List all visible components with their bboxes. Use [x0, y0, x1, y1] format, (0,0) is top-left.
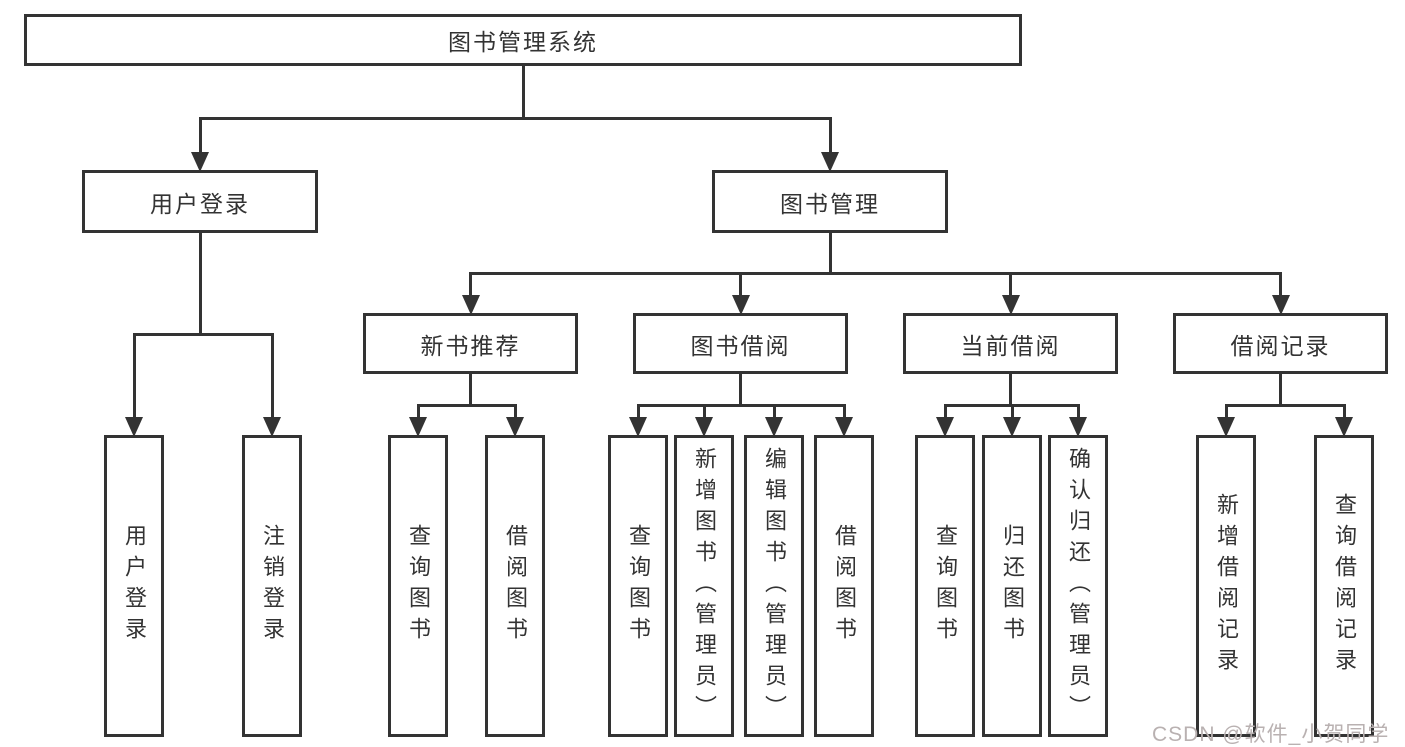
node-cb-return: 归还图书: [982, 435, 1042, 737]
arrowhead-icon: [765, 417, 783, 437]
connector-line: [469, 273, 472, 307]
connector-line: [636, 403, 846, 407]
arrowhead-icon: [263, 417, 281, 437]
node-label: 借阅图书: [832, 524, 857, 648]
connector-line: [828, 118, 832, 164]
arrowhead-icon: [409, 417, 427, 437]
node-label: 归还图书: [1000, 524, 1025, 648]
node-borrow-records: 借阅记录: [1173, 313, 1388, 374]
node-bb-borrow: 借阅图书: [814, 435, 874, 737]
connector-line: [1009, 273, 1012, 307]
node-label: 图书管理: [780, 190, 880, 217]
arrowhead-icon: [125, 417, 143, 437]
connector-line: [270, 334, 274, 429]
node-br-add: 新增借阅记录: [1196, 435, 1256, 737]
arrowhead-icon: [1003, 417, 1021, 437]
connector-line: [1279, 273, 1282, 307]
node-nb-query: 查询图书: [388, 435, 448, 737]
arrowhead-icon: [1271, 295, 1290, 315]
arrowhead-icon: [835, 417, 853, 437]
node-user-login: 用户登录: [82, 170, 318, 233]
node-label: 当前借阅: [960, 332, 1061, 359]
connector-line: [469, 271, 1282, 275]
node-label: 新增借阅记录: [1214, 493, 1239, 679]
node-label: 新增图书（管理员）: [692, 446, 717, 726]
arrowhead-icon: [506, 417, 524, 437]
node-label: 注销登录: [260, 524, 285, 648]
node-label: 查询图书: [933, 524, 958, 648]
node-cb-query: 查询图书: [915, 435, 975, 737]
node-label: 查询图书: [626, 524, 651, 648]
arrowhead-icon: [1217, 417, 1235, 437]
node-label: 用户登录: [150, 190, 250, 217]
connector-line: [739, 273, 742, 307]
connector-line: [132, 334, 136, 429]
node-label: 查询借阅记录: [1332, 493, 1357, 679]
arrowhead-icon: [191, 152, 209, 172]
node-label: 图书管理系统: [448, 29, 598, 55]
node-br-query: 查询借阅记录: [1314, 435, 1374, 737]
node-book-borrow: 图书借阅: [633, 313, 848, 374]
connector-line: [828, 233, 832, 273]
node-label: 图书借阅: [690, 332, 791, 359]
arrowhead-icon: [1001, 295, 1020, 315]
node-cb-confirm: 确认归还（管理员）: [1048, 435, 1108, 737]
node-label: 确认归还（管理员）: [1066, 446, 1091, 726]
node-book-mgmt: 图书管理: [712, 170, 948, 233]
arrowhead-icon: [629, 417, 647, 437]
connector-line: [469, 374, 472, 405]
arrowhead-icon: [461, 295, 480, 315]
node-bb-edit: 编辑图书（管理员）: [744, 435, 804, 737]
node-label: 编辑图书（管理员）: [762, 446, 787, 726]
node-label: 新书推荐: [420, 332, 521, 359]
arrowhead-icon: [936, 417, 954, 437]
node-label: 借阅记录: [1230, 332, 1331, 359]
node-new-books: 新书推荐: [363, 313, 578, 374]
node-label: 借阅图书: [503, 524, 528, 648]
node-nb-borrow: 借阅图书: [485, 435, 545, 737]
connector-line: [1224, 403, 1346, 407]
arrowhead-icon: [1069, 417, 1087, 437]
connector-line: [1009, 374, 1012, 405]
connector-line: [521, 66, 525, 118]
arrowhead-icon: [695, 417, 713, 437]
watermark-text: CSDN @软件_小贺同学: [1152, 723, 1390, 746]
node-label: 查询图书: [406, 524, 431, 648]
connector-line: [198, 118, 202, 164]
connector-line: [739, 374, 742, 405]
node-bb-query: 查询图书: [608, 435, 668, 737]
node-label: 用户登录: [122, 524, 147, 648]
connector-line: [416, 403, 517, 407]
connector-line: [1279, 374, 1282, 405]
node-login: 用户登录: [104, 435, 164, 737]
connector-line: [132, 332, 274, 336]
arrowhead-icon: [821, 152, 839, 172]
arrowhead-icon: [1335, 417, 1353, 437]
node-current-borrow: 当前借阅: [903, 313, 1118, 374]
connector-line: [198, 116, 832, 120]
arrowhead-icon: [731, 295, 750, 315]
node-bb-add: 新增图书（管理员）: [674, 435, 734, 737]
connector-line: [198, 233, 202, 334]
node-root: 图书管理系统: [24, 14, 1022, 66]
node-logout: 注销登录: [242, 435, 302, 737]
